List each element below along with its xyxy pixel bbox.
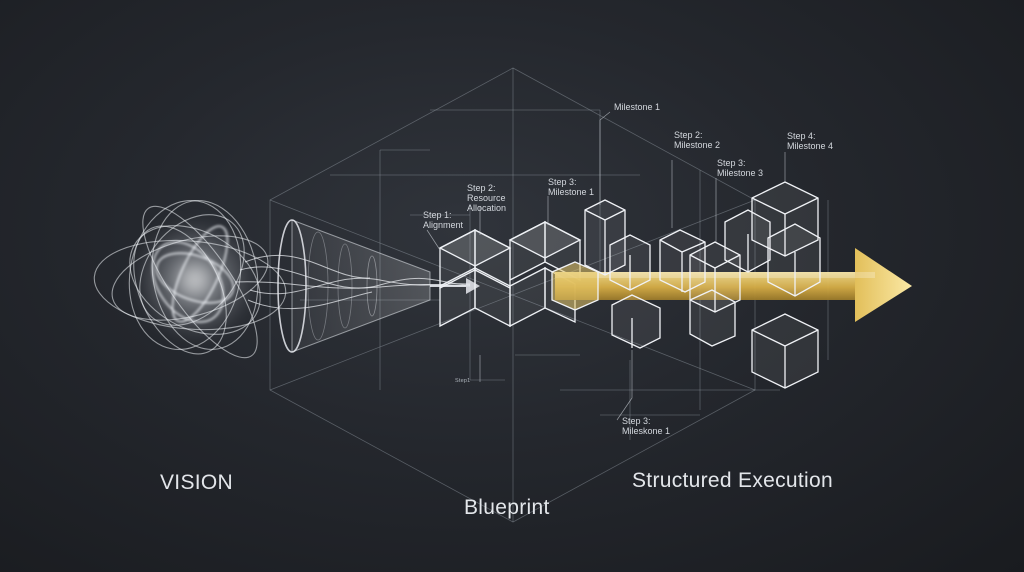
cube-m10 bbox=[689, 289, 736, 347]
cube-m3 bbox=[659, 229, 706, 293]
cube-1 bbox=[438, 228, 512, 290]
annotation-step2-milestone2: Step 2: Milestone 2 bbox=[674, 130, 721, 150]
stage-label-blueprint: Blueprint bbox=[464, 496, 550, 519]
cube-m7 bbox=[767, 223, 821, 297]
cube-m5 bbox=[724, 209, 771, 273]
cube-3 bbox=[439, 266, 511, 328]
cube-m1 bbox=[584, 199, 626, 276]
annotation-step3-milestone1-top: Step 3: Milestone 1 bbox=[548, 177, 595, 197]
annotation-step1-alignment: Step 1: Alignment bbox=[423, 210, 464, 230]
annotation-step4-milestone4: Step 4: Milestone 4 bbox=[787, 131, 834, 151]
leader-lines bbox=[426, 111, 786, 421]
cube-m9 bbox=[611, 294, 661, 349]
annotation-step3-mileskone1-bottom: Step 3: Mileskone 1 bbox=[622, 416, 671, 436]
execution-cubes bbox=[551, 181, 821, 389]
annotation-step1-small: Step1 bbox=[455, 378, 471, 384]
funnel bbox=[277, 219, 480, 353]
annotation-step3-milestone3: Step 3: Milestone 3 bbox=[717, 158, 764, 178]
stage-label-vision: VISION bbox=[160, 471, 233, 494]
stage-label-execution: Structured Execution bbox=[632, 469, 833, 492]
cube-m8 bbox=[751, 313, 819, 389]
annotation-step2-resource: Step 2: Resource Allocation bbox=[467, 183, 507, 213]
cube-m11 bbox=[551, 261, 599, 311]
cube-m2 bbox=[609, 234, 651, 291]
annotation-milestone1: Milestone 1 bbox=[614, 102, 661, 112]
